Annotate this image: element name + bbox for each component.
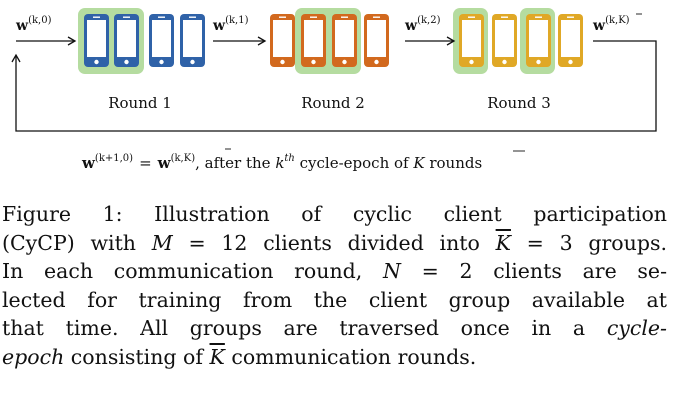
round-label-1: Round 1 xyxy=(108,94,172,112)
client-phone-icon xyxy=(270,14,295,67)
caption-line-6: epoch consisting of K communication roun… xyxy=(2,344,477,369)
client-phone-icon xyxy=(526,14,551,67)
caption-line-4: lected for training from the client grou… xyxy=(2,287,667,312)
client-phone-icon xyxy=(84,14,109,67)
caption-line-3: In each communication round, N = 2 clien… xyxy=(2,259,667,284)
client-phone-icon xyxy=(180,14,205,67)
weight-label-k1: w(k,1) xyxy=(212,15,249,34)
round-label-3: Round 3 xyxy=(487,94,551,112)
client-phone-icon xyxy=(558,14,583,67)
client-phone-icon xyxy=(364,14,389,67)
weight-label-k2: w(k,2) xyxy=(404,15,441,34)
caption-line-1: Figure 1: Illustration of cyclic client … xyxy=(2,202,667,226)
round-label-2: Round 2 xyxy=(301,94,365,112)
client-phones xyxy=(84,14,583,67)
weight-label-k0: w(k,0) xyxy=(15,15,52,34)
client-phone-icon xyxy=(332,14,357,67)
caption-line-2: (CyCP) with M = 12 clients divided into … xyxy=(2,230,667,255)
figure-caption: Figure 1: Illustration of cyclic client … xyxy=(2,200,667,372)
cycp-diagram: w(k,0) w(k,1) w(k,2) w(k,K) Round 1 Roun… xyxy=(0,0,673,195)
client-phone-icon xyxy=(459,14,484,67)
flow-arrows xyxy=(11,36,657,132)
client-phone-icon xyxy=(149,14,174,67)
caption-line-5: that time. All groups are traversed once… xyxy=(2,316,667,341)
weight-label-kK: w(k,K) xyxy=(592,15,630,34)
cycle-formula: w(k+1,0)=w(k,K), after the kth cycle-epo… xyxy=(81,153,482,172)
client-phone-icon xyxy=(492,14,517,67)
diagram-svg: w(k,0) w(k,1) w(k,2) w(k,K) Round 1 Roun… xyxy=(11,8,657,172)
client-phone-icon xyxy=(114,14,139,67)
client-phone-icon xyxy=(301,14,326,67)
